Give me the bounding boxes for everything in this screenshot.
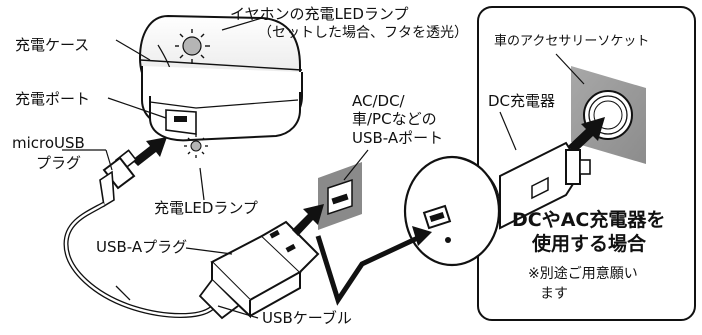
car-accessory-socket (571, 66, 646, 164)
usb-a-plug-label: USB-Aプラグ (96, 238, 188, 256)
usb-a-plug (198, 220, 320, 320)
micro-usb-label-line2: プラグ (36, 154, 82, 172)
car-socket-label: 車のアクセサリーソケット (494, 34, 650, 49)
leader-lines (62, 17, 585, 319)
usb-cable-line (63, 201, 214, 318)
earphone-led-label: イヤホンの充電LEDランプ (230, 5, 409, 23)
micro-usb-plug (99, 149, 138, 208)
panel-note-line2: ます (540, 286, 568, 302)
insert-arrow-case (132, 137, 167, 166)
charging-case (138, 14, 303, 142)
charging-case-label: 充電ケース (15, 36, 90, 54)
connect-path-charger (315, 233, 424, 306)
insert-arrow-socket (568, 117, 605, 153)
panel-title-line1: DCやAC充電器を (512, 209, 666, 231)
dc-car-charger (403, 141, 591, 267)
dc-charger-label: DC充電器 (488, 92, 556, 110)
usb-a-port-label-line2: 車/PCなどの (352, 110, 437, 128)
usb-a-port (318, 162, 362, 230)
usb-cable-label: USBケーブル (262, 309, 352, 327)
earphone-led-note: （セットした場合、フタを透光） (258, 25, 468, 41)
usb-a-port-label-line1: AC/DC/ (352, 92, 405, 110)
charging-led-glow (184, 134, 208, 158)
earphone-led-glow (175, 29, 210, 64)
charging-led-label: 充電LEDランプ (154, 199, 258, 217)
panel-note-line1: ※別途ご用意願い (528, 266, 638, 282)
insert-arrow-port (292, 204, 324, 236)
charging-port-label: 充電ポート (15, 90, 91, 108)
usb-a-port-label-line3: USB-Aポート (352, 129, 444, 147)
panel-title-line2: 使用する場合 (532, 233, 647, 255)
micro-usb-label-line1: microUSB (12, 134, 85, 152)
